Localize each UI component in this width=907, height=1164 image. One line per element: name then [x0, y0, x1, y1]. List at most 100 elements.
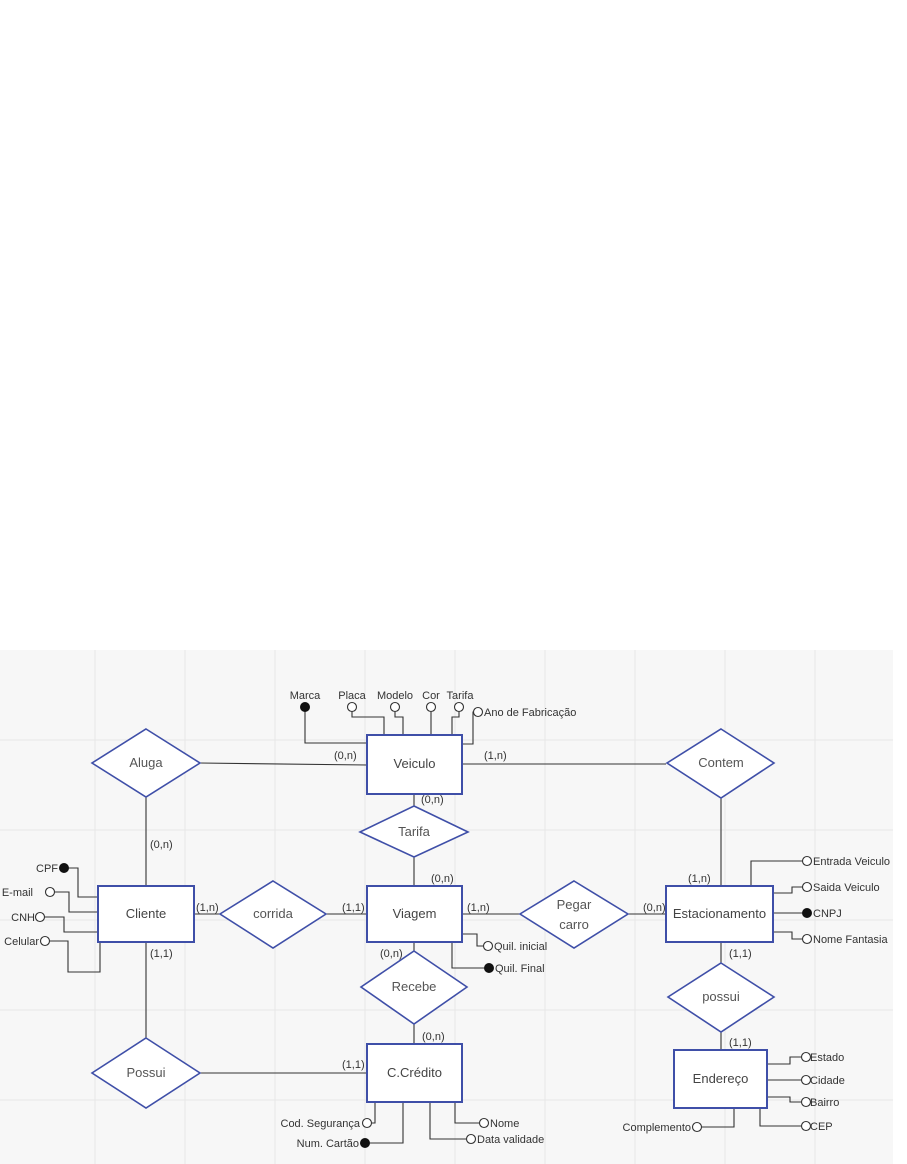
cardinality-ccredito-recebe: (0,n): [422, 1031, 445, 1043]
attr-cep: CEP: [800, 1120, 833, 1133]
attr-num-cartao-label: Num. Cartão: [297, 1138, 359, 1150]
cardinality-cliente-possui: (1,1): [150, 948, 173, 960]
attr-nome-fantasia-label: Nome Fantasia: [813, 934, 888, 946]
attr-marca: Marca: [290, 690, 321, 712]
entity-estacionamento-label: Estacionamento: [673, 906, 766, 921]
attr-quil-final: Quil. Final: [484, 963, 545, 975]
relationship-corrida-label: corrida: [253, 906, 294, 921]
key-attribute-marker: [300, 702, 310, 712]
cardinality-estacionamento-pegar: (0,n): [643, 902, 666, 914]
cardinality-veiculo-aluga: (0,n): [334, 750, 357, 762]
relationship-recebe[interactable]: Recebe: [359, 950, 469, 1025]
attribute-marker: [361, 1117, 373, 1129]
attr-cep-label: CEP: [810, 1121, 833, 1133]
relationship-tarifa-label: Tarifa: [398, 824, 431, 839]
attr-cnpj-label: CNPJ: [813, 908, 842, 920]
cardinality-cliente-corrida: (1,n): [196, 902, 219, 914]
attribute-marker: [472, 706, 484, 718]
attr-saida-veiculo-label: Saida Veiculo: [813, 882, 880, 894]
attr-entrada-veiculo-label: Entrada Veiculo: [813, 856, 890, 868]
relationship-possui-estacionamento-label: possui: [702, 989, 740, 1004]
attribute-marker: [800, 1096, 812, 1108]
attr-celular-label: Celular: [4, 936, 39, 948]
attr-data-validade: Data validade: [465, 1133, 544, 1146]
relationship-pegar-carro[interactable]: Pegar carro: [518, 880, 630, 949]
relationship-possui-cliente-label: Possui: [126, 1065, 165, 1080]
attribute-marker: [482, 940, 494, 952]
relationship-aluga[interactable]: Aluga: [90, 728, 202, 798]
cardinality-viagem-tarifa: (0,n): [431, 873, 454, 885]
attr-bairro: Bairro: [800, 1096, 839, 1109]
entity-endereco[interactable]: Endereço: [673, 1049, 768, 1109]
key-attribute-marker: [484, 963, 494, 973]
attribute-lines: [44, 710, 806, 1144]
attribute-marker: [34, 911, 46, 923]
attr-marca-label: Marca: [290, 690, 321, 702]
entity-viagem-label: Viagem: [393, 906, 437, 921]
entity-viagem[interactable]: Viagem: [366, 885, 463, 943]
attr-modelo-label: Modelo: [377, 690, 413, 702]
attr-cod-seguranca-label: Cod. Segurança: [281, 1118, 361, 1130]
cardinality-veiculo-contem: (1,n): [484, 750, 507, 762]
attr-cnpj: CNPJ: [802, 908, 842, 920]
cardinality-viagem-corrida: (1,1): [342, 902, 365, 914]
attr-cor-label: Cor: [422, 690, 440, 702]
attribute-marker: [800, 1051, 812, 1063]
attribute-marker: [389, 701, 401, 713]
entity-cliente-label: Cliente: [126, 906, 166, 921]
attr-cidade: Cidade: [800, 1074, 845, 1087]
cardinality-endereco-possui: (1,1): [729, 1037, 752, 1049]
entity-ccredito[interactable]: C.Crédito: [366, 1043, 463, 1103]
entity-veiculo-label: Veiculo: [394, 756, 436, 771]
entity-veiculo[interactable]: Veiculo: [366, 734, 463, 795]
attr-ano-fabricacao: Ano de Fabricação: [472, 706, 576, 719]
cardinality-estacionamento-contem: (1,n): [688, 873, 711, 885]
entity-endereco-label: Endereço: [693, 1071, 749, 1086]
relationship-contem-label: Contem: [698, 755, 744, 770]
attr-nome-label: Nome: [490, 1118, 519, 1130]
cardinality-veiculo-tarifa: (0,n): [421, 794, 444, 806]
attribute-marker: [346, 701, 358, 713]
attr-ano-fabricacao-label: Ano de Fabricação: [484, 707, 576, 719]
relationship-possui-cliente[interactable]: Possui: [90, 1037, 202, 1109]
attr-data-validade-label: Data validade: [477, 1134, 544, 1146]
attribute-marker: [801, 933, 813, 945]
cardinality-estacionamento-possui: (1,1): [729, 948, 752, 960]
key-attribute-marker: [360, 1138, 370, 1148]
attr-placa: Placa: [338, 690, 367, 713]
attr-estado: Estado: [800, 1051, 844, 1064]
attr-email-label: E-mail: [2, 887, 33, 899]
attr-cidade-label: Cidade: [810, 1075, 845, 1087]
relationship-aluga-label: Aluga: [129, 755, 163, 770]
attribute-marker: [39, 935, 51, 947]
entity-cliente[interactable]: Cliente: [97, 885, 195, 943]
relationship-corrida[interactable]: corrida: [218, 880, 328, 949]
attr-num-cartao: Num. Cartão: [297, 1138, 370, 1150]
relationship-pegar-carro-label-line2: carro: [559, 917, 589, 932]
attr-celular: Celular: [4, 935, 51, 948]
cardinality-viagem-recebe: (0,n): [380, 948, 403, 960]
attr-quil-inicial-label: Quil. inicial: [494, 941, 547, 953]
attribute-marker: [801, 855, 813, 867]
attr-entrada-veiculo: Entrada Veiculo: [801, 855, 890, 868]
attribute-marker: [465, 1133, 477, 1145]
key-attribute-marker: [802, 908, 812, 918]
relationship-tarifa[interactable]: Tarifa: [358, 805, 470, 858]
attr-cpf-label: CPF: [36, 863, 58, 875]
entity-estacionamento[interactable]: Estacionamento: [665, 885, 774, 943]
attribute-marker: [801, 881, 813, 893]
cardinality-cliente-aluga: (0,n): [150, 839, 173, 851]
attr-cnh-label: CNH: [11, 912, 35, 924]
key-attribute-marker: [59, 863, 69, 873]
relationship-lines: [145, 762, 722, 1074]
attribute-marker: [800, 1074, 812, 1086]
attr-quil-final-label: Quil. Final: [495, 963, 545, 975]
relationship-recebe-label: Recebe: [392, 979, 437, 994]
attr-cor: Cor: [422, 690, 440, 713]
attribute-marker: [425, 701, 437, 713]
attr-email: E-mail: [2, 886, 56, 899]
relationship-contem[interactable]: Contem: [665, 728, 776, 799]
attr-cnh: CNH: [11, 911, 46, 924]
relationship-possui-estacionamento[interactable]: possui: [666, 962, 776, 1033]
